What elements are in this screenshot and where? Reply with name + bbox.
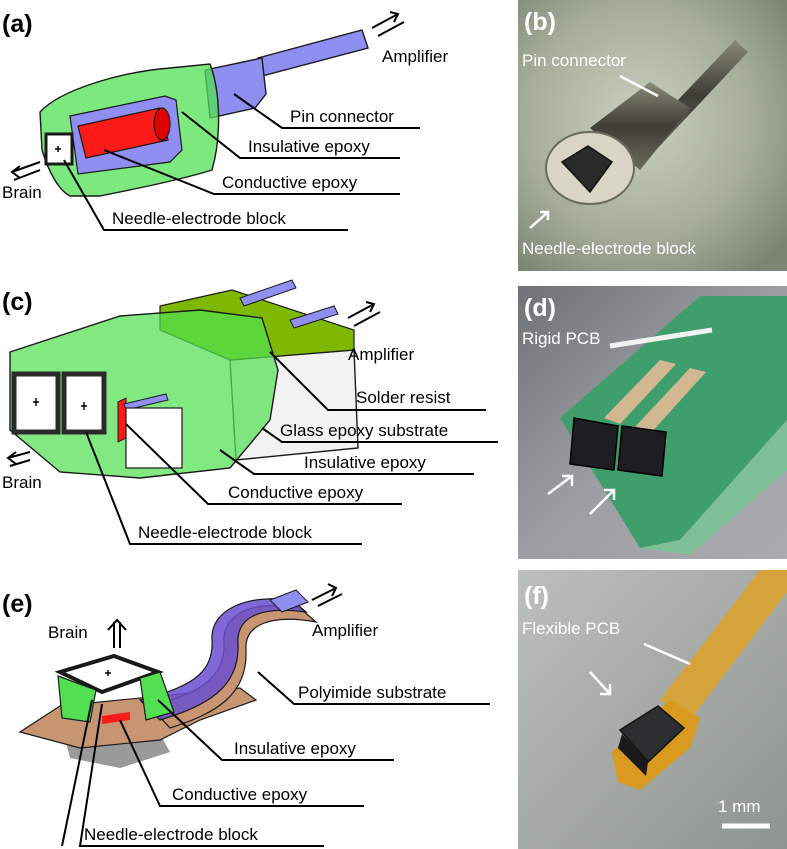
- brain-label-a: Brain: [2, 183, 42, 202]
- leader-conductive-a: [103, 149, 400, 195]
- leader-flexible-pcb: [643, 642, 691, 666]
- insulative-epoxy-e-1: [57, 675, 97, 723]
- amplifier-arrow-a: [371, 11, 405, 37]
- photo-b-electrode-block: [560, 145, 614, 194]
- insulative-epoxy-c: [9, 309, 279, 479]
- arrow-f: [589, 671, 611, 695]
- callout-flexible-pcb: Flexible PCB: [522, 619, 620, 638]
- callout-insulative-epoxy-a: Insulative epoxy: [248, 137, 370, 156]
- callout-needle-block-e: Needle-electrode block: [84, 825, 258, 844]
- pin-c-1: [239, 279, 297, 307]
- callout-conductive-epoxy-e: Conductive epoxy: [172, 785, 308, 804]
- panel-e: (e) Amplifier Brain Polyimide substrate …: [2, 583, 490, 847]
- leader-insulative-a: [181, 111, 400, 159]
- arrowhead-f: [600, 684, 612, 696]
- photo-d-pcb: [560, 296, 787, 548]
- panel-c: (c) Amplifier Brain Solder resist Glass …: [2, 279, 498, 545]
- callout-solder-resist: Solder resist: [356, 388, 451, 407]
- callout-pin-connector-b: Pin connector: [522, 51, 626, 70]
- leader-insulative-e: [157, 699, 394, 761]
- leader-pin-connector-b: [619, 74, 659, 98]
- flex-pcb-tip: [269, 589, 309, 613]
- callout-polyimide-substrate: Polyimide substrate: [298, 683, 446, 702]
- photo-f-ribbon: [660, 570, 787, 720]
- flex-pcb-ribbon: [138, 598, 308, 721]
- photo-d-trace-1: [604, 360, 676, 424]
- brain-arrow-e: [107, 618, 127, 648]
- leader-needle-block-a: [63, 159, 348, 231]
- needle-tip-e: [105, 670, 111, 676]
- leader-glass-epoxy: [261, 427, 498, 443]
- leader-polyimide: [257, 671, 490, 705]
- amplifier-arrow-c: [347, 301, 381, 327]
- arrowhead-d-2: [604, 488, 616, 500]
- pin-connector-tail: [257, 29, 369, 77]
- amplifier-label-e: Amplifier: [312, 621, 378, 640]
- photo-d-pcb-edge: [640, 420, 787, 555]
- photo-d-stripe: [609, 327, 713, 349]
- photo-d-block-1: [569, 417, 619, 471]
- panel-d: (d) Rigid PCB: [518, 286, 787, 559]
- panel-a-label: (a): [2, 10, 33, 38]
- callout-conductive-epoxy-c: Conductive epoxy: [228, 483, 364, 502]
- leader-needle-block-b: [529, 211, 549, 229]
- arrowhead-b: [540, 210, 550, 220]
- leader-needle-block-e-2: [78, 703, 324, 847]
- leader-needle-block-e-1: [61, 699, 93, 847]
- callout-insulative-epoxy-e: Insulative epoxy: [234, 739, 356, 758]
- needle-electrode-block-a: [44, 132, 74, 166]
- pin-inside-c: [123, 393, 169, 411]
- brain-arrow-a: [10, 161, 41, 181]
- photo-f-block: [618, 705, 686, 764]
- callout-rigid-pcb: Rigid PCB: [522, 329, 600, 348]
- callout-needle-block-a: Needle-electrode block: [112, 209, 286, 228]
- arrow-d-1: [547, 475, 573, 495]
- callout-needle-block-c: Needle-electrode block: [138, 523, 312, 542]
- brain-label-c: Brain: [2, 473, 42, 492]
- callout-conductive-epoxy-a: Conductive epoxy: [222, 173, 358, 192]
- arrowhead-d-1: [562, 474, 574, 486]
- leader-conductive-c: [125, 423, 402, 505]
- callout-insulative-epoxy-c: Insulative epoxy: [304, 453, 426, 472]
- arrow-d-2: [589, 489, 615, 515]
- leader-solder-resist: [269, 351, 486, 411]
- panel-d-label: (d): [524, 294, 556, 322]
- callout-pin-connector-a: Pin connector: [290, 107, 394, 126]
- amplifier-label-c: Amplifier: [348, 345, 414, 364]
- insulative-epoxy-e-2: [139, 671, 175, 721]
- conductive-epoxy-end: [153, 107, 171, 141]
- photo-d-block-2: [617, 425, 667, 477]
- scale-bar-label: 1 mm: [718, 797, 761, 816]
- needle-tip-c-2: [81, 402, 87, 410]
- panel-b: (b) Pin connector Needle-electrode block: [518, 0, 787, 271]
- leader-conductive-e: [119, 719, 364, 807]
- callout-needle-block-b: Needle-electrode block: [522, 239, 696, 258]
- needle-tip-a: [55, 146, 61, 152]
- panel-e-label: (e): [2, 590, 33, 618]
- conductive-epoxy-e: [102, 712, 130, 724]
- callout-glass-epoxy: Glass epoxy substrate: [280, 421, 448, 440]
- pin-c-2: [289, 305, 339, 329]
- leader-pin-connector-a: [233, 93, 420, 129]
- leader-needle-block-c: [85, 431, 362, 545]
- panel-c-label: (c): [2, 288, 33, 316]
- photo-d-trace-2: [634, 368, 706, 434]
- panel-f: (f) Flexible PCB 1 mm: [518, 570, 787, 849]
- brain-label-e: Brain: [48, 623, 88, 642]
- photo-f-block-face: [618, 734, 648, 776]
- panel-f-label: (f): [524, 582, 549, 610]
- inner-block-c: [125, 407, 183, 469]
- amplifier-label-a: Amplifier: [382, 47, 448, 66]
- brain-arrow-c: [6, 451, 31, 467]
- panel-a: (a) Amplifier Brain Pin connector Insula…: [2, 10, 448, 231]
- needle-tip-c-1: [33, 398, 39, 406]
- panel-b-label: (b): [524, 8, 556, 36]
- amplifier-arrow-e: [311, 583, 343, 607]
- conductive-epoxy-cylinder: [77, 107, 169, 159]
- leader-insulative-c: [219, 449, 474, 475]
